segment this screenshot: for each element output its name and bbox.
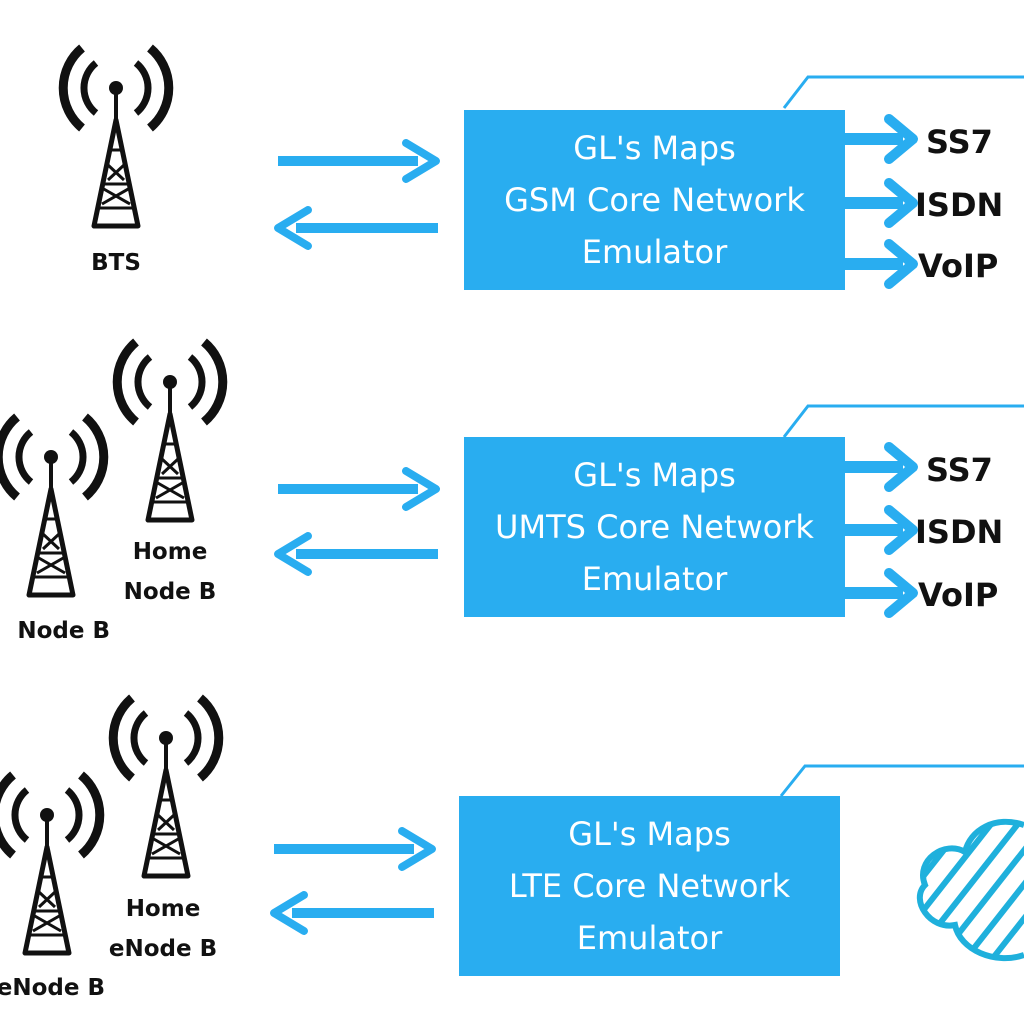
tower-label: eNode B [0, 975, 105, 1001]
gsm-emulator-box: GL's Maps GSM Core Network Emulator [464, 110, 845, 290]
arrow-icon [845, 119, 913, 159]
emulator-line: Emulator [581, 233, 728, 271]
arrow-icon [845, 244, 913, 284]
arrow-icon [845, 510, 913, 550]
emulator-line: Emulator [576, 919, 723, 957]
emulator-line: GL's Maps [573, 129, 736, 167]
tower-label: Home Node B [123, 539, 217, 605]
tower-label: Home eNode B [108, 896, 218, 962]
radio-tower-icon [63, 48, 169, 226]
lte-emulator-box: GL's Maps LTE Core Network Emulator [459, 796, 840, 976]
protocol-label: ISDN [915, 186, 1004, 224]
protocol-label: ISDN [915, 513, 1004, 551]
protocol-label: VoIP [918, 247, 999, 285]
emulator-line: Emulator [581, 560, 728, 598]
arrow-icon [278, 143, 436, 179]
protocol-label: SS7 [926, 123, 993, 161]
connector-line [779, 764, 1024, 797]
arrow-icon [278, 471, 436, 507]
tower-label: BTS [91, 250, 141, 276]
protocol-label: VoIP [918, 576, 999, 614]
radio-tower-icon [113, 698, 219, 876]
emulator-line: LTE Core Network [508, 867, 791, 905]
arrow-icon [274, 831, 432, 867]
emulator-line: GSM Core Network [504, 181, 805, 219]
tower-label: Node B [17, 618, 110, 644]
arrow-icon [274, 895, 434, 931]
umts-emulator-box: GL's Maps UMTS Core Network Emulator [464, 437, 845, 617]
arrow-icon [278, 210, 438, 246]
arrow-icon [845, 573, 913, 613]
radio-tower-icon [117, 342, 223, 520]
radio-tower-icon [0, 417, 104, 595]
arrow-icon [278, 536, 438, 572]
protocol-label: SS7 [926, 451, 993, 489]
emulator-line: UMTS Core Network [495, 508, 814, 546]
arrow-icon [845, 447, 913, 487]
connector-line [782, 404, 1024, 438]
cloud-icon [916, 818, 1024, 962]
emulator-line: GL's Maps [568, 815, 731, 853]
connector-line [782, 75, 1024, 109]
radio-tower-icon [0, 775, 100, 953]
emulator-line: GL's Maps [573, 456, 736, 494]
arrow-icon [845, 183, 913, 223]
